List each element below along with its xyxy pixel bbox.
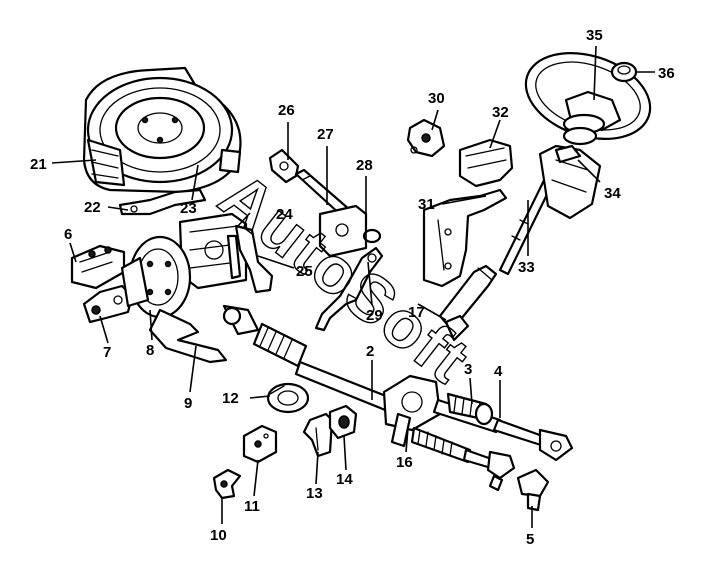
callout-16: 16 [396,454,413,471]
rubber-mount-bush [328,404,358,440]
column-mount-housing [538,144,602,220]
intermediate-shaft [438,264,498,342]
callout-4: 4 [494,363,503,380]
callout-14: 14 [336,471,353,488]
callout-36: 36 [658,65,675,82]
column-link-rod [314,246,384,332]
horn-push [610,61,638,83]
callout-29: 29 [366,307,383,324]
callout-34: 34 [604,185,621,202]
callout-35: 35 [586,27,603,44]
spare-wheel [82,66,242,194]
pedal-box [178,212,248,290]
callout-22: 22 [84,199,101,216]
callout-28: 28 [356,157,373,174]
callout-13: 13 [306,485,323,502]
column-support-bracket [318,204,382,258]
callout-23: 23 [180,200,197,217]
u-clamp [302,412,334,458]
leader-lines [51,45,655,528]
ignition-switch [268,148,300,184]
callout-9: 9 [184,395,192,412]
callout-10: 10 [210,527,227,544]
callout-26: 26 [278,102,295,119]
callout-12: 12 [222,390,239,407]
callout-30: 30 [428,90,445,107]
steering-wheel [524,52,652,164]
callout-2: 2 [366,343,374,360]
right-rack-tube [432,392,502,434]
callout-17: 17 [408,304,425,321]
column-mounting-bracket [422,188,508,288]
callout-3: 3 [464,361,472,378]
callout-6: 6 [64,226,72,243]
callout-labels: 2 3 4 5 6 7 8 9 10 11 12 13 14 16 17 21 … [30,27,675,548]
wheel-carrier-bracket [118,148,242,216]
steering-rack-assembly [222,304,408,418]
column-clamp [406,118,446,158]
servo-mounting-bracket [148,308,228,364]
rack-mount-bush [266,382,310,414]
callout-5: 5 [526,531,534,548]
brake-servo [120,235,192,319]
callout-7: 7 [103,344,111,361]
lower-gaiter-and-rod [410,426,516,492]
callout-24: 24 [276,206,293,223]
callout-25: 25 [296,263,313,280]
rack-clamp-plate [242,424,278,464]
right-track-rod [492,418,574,462]
clamp-bolt [212,468,242,500]
upper-column-shroud [458,138,514,188]
callout-27: 27 [317,126,334,143]
callout-11: 11 [244,498,260,515]
callout-31: 31 [418,196,435,213]
tie-rod-end-right [516,468,550,512]
brake-pedal-lever [226,224,274,294]
callout-32: 32 [492,104,509,121]
callout-8: 8 [146,342,154,359]
callout-21: 21 [30,156,47,173]
callout-33: 33 [518,259,535,276]
brake-fluid-reservoir [70,244,126,290]
